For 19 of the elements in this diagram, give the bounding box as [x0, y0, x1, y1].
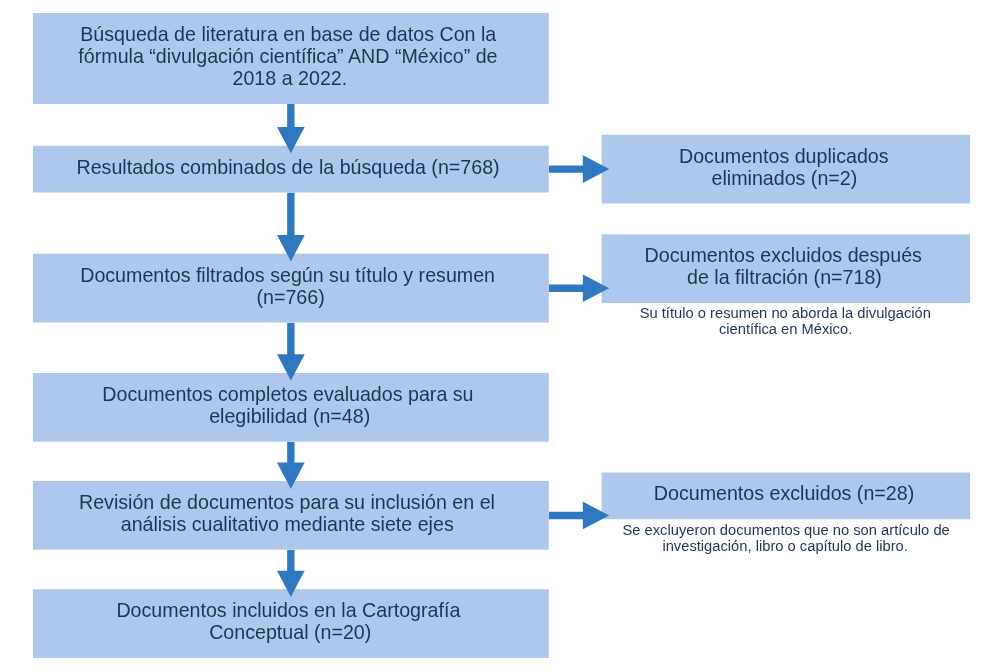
- node-box: Resultados combinados de la búsqueda (n=768): [32, 145, 549, 193]
- node-box: Revisión de documentos para su inclusión en el análisis cualitativo mediante siete ejes: [32, 481, 549, 550]
- arrow: [277, 550, 305, 598]
- node-box: Documentos incluidos en la Cartografía Conceptual (n=20): [32, 589, 549, 658]
- node-box: Documentos duplicados eliminados (n=2): [601, 134, 971, 204]
- arrow: [277, 322, 305, 381]
- arrow: [549, 501, 610, 530]
- arrow: [277, 192, 305, 262]
- arrow: [277, 104, 305, 154]
- arrow: [549, 274, 610, 303]
- node-box: Documentos filtrados según su título y resumen (n=766): [32, 253, 549, 323]
- node-box: Búsqueda de literatura en base de datos Con la fórmula “divulgación científica” AND “México” de 2018 a 2022.: [32, 13, 549, 104]
- node-box: Documentos excluidos (n=28): [601, 472, 971, 520]
- node-label: Se excluyeron documentos que no son artículo de investigación, libro o capítulo de libro.: [622, 521, 950, 554]
- arrow: [549, 155, 610, 183]
- node-box: Documentos completos evaluados para su elegibilidad (n=48): [32, 372, 549, 442]
- arrow: [277, 442, 305, 489]
- node-box: Documentos excluidos después de la filtración (n=718): [601, 234, 971, 303]
- node-label: Su título o resumen no aborda la divulgación científica en México.: [639, 305, 931, 338]
